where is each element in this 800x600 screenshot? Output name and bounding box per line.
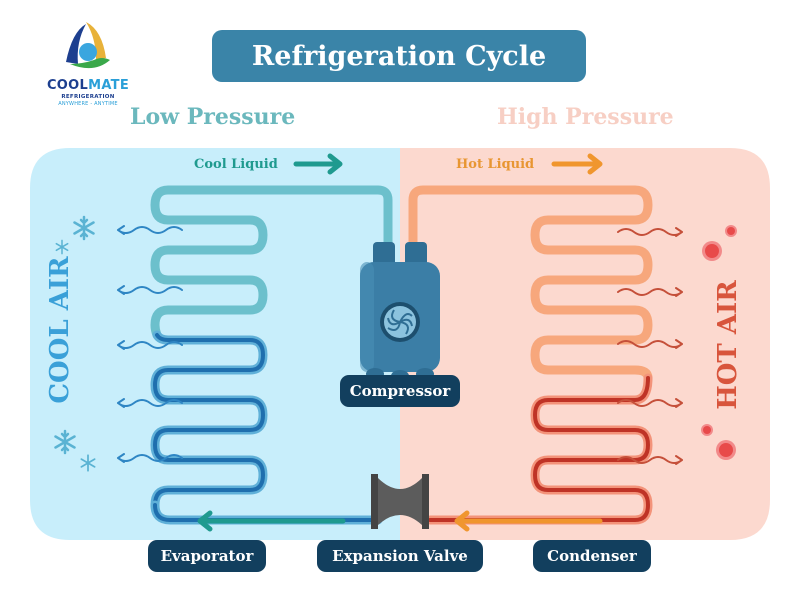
cool-liquid-label: Cool Liquid bbox=[194, 157, 278, 172]
low-pressure-label: Low Pressure bbox=[130, 104, 296, 130]
cool-wave-5 bbox=[117, 453, 183, 463]
snowflake-icon bbox=[55, 239, 69, 255]
fan-icon bbox=[380, 302, 420, 342]
logo-tagline: ANYWHERE - ANYTIME bbox=[58, 101, 118, 107]
evaporator-coil bbox=[150, 185, 393, 525]
cool-wave-3 bbox=[117, 340, 183, 350]
cool-wave-4 bbox=[117, 398, 183, 408]
high-pressure-label: High Pressure bbox=[497, 104, 674, 130]
hot-air-label: HOT AIR bbox=[713, 280, 743, 410]
hot-air-waves bbox=[617, 227, 683, 465]
heat-dot bbox=[719, 443, 733, 457]
condenser-label: Condenser bbox=[533, 540, 651, 572]
coolmate-logo: COOLMATE REFRIGERATION ANYWHERE - ANYTIM… bbox=[38, 14, 138, 110]
heat-dots bbox=[701, 225, 737, 460]
hot-liquid-label: Hot Liquid bbox=[456, 157, 535, 172]
evaporator-flow-arrow-icon bbox=[197, 510, 346, 532]
compressor bbox=[360, 242, 440, 382]
hot-wave-3 bbox=[617, 339, 683, 349]
cool-wave-1 bbox=[117, 225, 183, 235]
hot-wave-4 bbox=[617, 398, 683, 408]
snowflake-icon bbox=[54, 429, 76, 455]
heat-dot bbox=[705, 244, 719, 258]
expansion-valve bbox=[371, 474, 429, 529]
condenser-flow-arrow-icon bbox=[454, 510, 603, 532]
page-title: Refrigeration Cycle bbox=[212, 30, 586, 82]
heat-dot bbox=[727, 227, 735, 235]
expansion-valve-label: Expansion Valve bbox=[317, 540, 483, 572]
evaporator-label: Evaporator bbox=[148, 540, 266, 572]
hot-wave-1 bbox=[617, 227, 683, 237]
heat-dot bbox=[703, 426, 711, 434]
snowflake-icon bbox=[73, 215, 95, 241]
cool-wave-2 bbox=[117, 285, 183, 295]
logo-subtitle: REFRIGERATION bbox=[61, 94, 115, 100]
hot-wave-5 bbox=[617, 455, 683, 465]
logo-brand-mate: MATE bbox=[88, 78, 130, 93]
snowflake-icon bbox=[80, 454, 96, 472]
cool-air-label: COOL AIR bbox=[45, 256, 75, 404]
logo-mark-icon bbox=[66, 22, 110, 69]
logo-brand-cool: COOL bbox=[46, 78, 89, 93]
hot-wave-2 bbox=[617, 287, 683, 297]
logo-brand: COOLMATE bbox=[38, 78, 138, 93]
cool-liquid-arrow-icon bbox=[293, 153, 343, 175]
cool-air-waves bbox=[117, 225, 183, 463]
condenser-coil bbox=[408, 185, 653, 525]
hot-liquid-arrow-icon bbox=[551, 153, 603, 175]
compressor-label: Compressor bbox=[340, 375, 460, 407]
